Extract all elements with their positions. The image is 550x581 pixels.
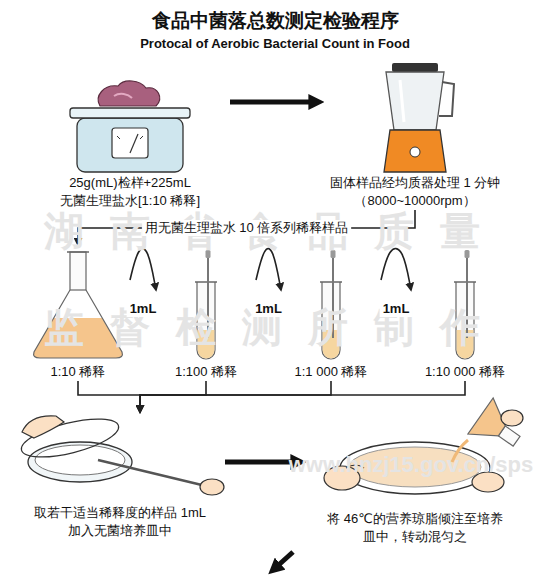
illustration-space xyxy=(281,245,381,363)
flask-illustration xyxy=(70,252,86,290)
agar-pouring-illustration xyxy=(324,398,529,494)
continue-arrow xyxy=(273,552,293,570)
process-step: 25g(mL)检样+225mL 无菌生理盐水[1:10 稀释] xyxy=(30,62,230,210)
process-step: 固体样品经均质器处理 1 分钟 （8000~10000rpm） xyxy=(318,62,512,210)
step-text: 将 46℃的营养琼脂倾注至培养皿中，转动混匀之 xyxy=(324,510,506,546)
illustration-space xyxy=(411,245,519,363)
homogenizer-illustration xyxy=(386,72,444,130)
transfer-arrow xyxy=(381,249,411,290)
petri-dish-pipetting-illustration xyxy=(98,460,206,486)
process-step: 1:10 稀释 xyxy=(26,245,130,381)
transfer-arrow xyxy=(140,381,331,412)
agar-pouring-illustration xyxy=(468,398,529,459)
homogenizer-illustration xyxy=(439,82,454,116)
illustration-space xyxy=(318,62,512,174)
process-step: 1:10 000 稀释 xyxy=(411,245,519,381)
subtitle: Protocal of Aerobic Bacterial Count in F… xyxy=(0,36,550,51)
step-text: 1:1 000 稀释 xyxy=(285,363,377,381)
illustration-space xyxy=(156,245,256,363)
illustration-space xyxy=(15,412,225,504)
scale-illustration xyxy=(77,118,183,172)
step-text: 固体样品经均质器处理 1 分钟 （8000~10000rpm） xyxy=(322,174,508,210)
scale-illustration xyxy=(112,128,148,158)
illustration-space xyxy=(26,245,130,363)
process-step: 将 46℃的营养琼脂倾注至培养皿中，转动混匀之 xyxy=(300,412,530,546)
petri-dish-pipetting-illustration xyxy=(35,445,125,475)
edge-label: 1mL xyxy=(380,301,413,317)
homogenizer-illustration xyxy=(410,147,420,157)
homogenizer-illustration xyxy=(392,63,438,72)
scale-illustration xyxy=(114,94,132,98)
homogenizer-illustration xyxy=(384,63,454,172)
step-text: 1:100 稀释 xyxy=(160,363,252,381)
petri-dish-pipetting-illustration xyxy=(22,416,64,438)
process-step: 取若干适当稀释度的样品 1mL 加入无菌培养皿中 xyxy=(15,412,225,540)
transfer-arrow xyxy=(256,249,281,290)
scale-illustration xyxy=(140,136,143,139)
step-text: 25g(mL)检样+225mL 无菌生理盐水[1:10 稀释] xyxy=(54,174,206,210)
transfer-arrow xyxy=(140,381,206,412)
scale-illustration xyxy=(98,81,159,106)
step-text: 1:10 000 稀释 xyxy=(415,363,515,381)
edge-label: 用无菌生理盐水 10 倍系列稀释样品 xyxy=(142,220,352,236)
scale-illustration xyxy=(130,134,138,153)
edge-label: 1mL xyxy=(252,301,285,317)
transfer-arrow xyxy=(78,381,140,412)
step-text: 1:10 稀释 xyxy=(30,363,126,381)
scale-illustration xyxy=(70,81,190,172)
petri-dish-pipetting-illustration xyxy=(28,442,132,482)
transfer-arrow xyxy=(130,249,156,290)
transfer-arrow xyxy=(140,381,465,412)
illustration-space xyxy=(30,62,230,174)
diagram-title: 食品中菌落总数测定检验程序 xyxy=(0,8,550,34)
homogenizer-illustration xyxy=(384,130,446,172)
petri-dish-pipetting-illustration xyxy=(18,411,122,464)
watermark: www.hnzj15.gov.cn/sps xyxy=(280,452,542,478)
illustration-space xyxy=(300,412,530,510)
flow-arrow xyxy=(230,100,318,105)
process-step: 1:100 稀释 xyxy=(156,245,256,381)
scale-illustration xyxy=(117,136,120,139)
step-text: 取若干适当稀释度的样品 1mL 加入无菌培养皿中 xyxy=(29,504,211,540)
agar-pouring-illustration xyxy=(501,410,523,426)
petri-dish-pipetting-illustration xyxy=(200,479,224,495)
scale-illustration xyxy=(70,108,190,118)
edge-label: 1mL xyxy=(127,301,160,317)
petri-dish-pipetting-illustration xyxy=(18,411,224,495)
process-step: 1:1 000 稀释 xyxy=(281,245,381,381)
continue-arrow xyxy=(273,552,293,570)
homogenizer-illustration xyxy=(400,80,404,122)
